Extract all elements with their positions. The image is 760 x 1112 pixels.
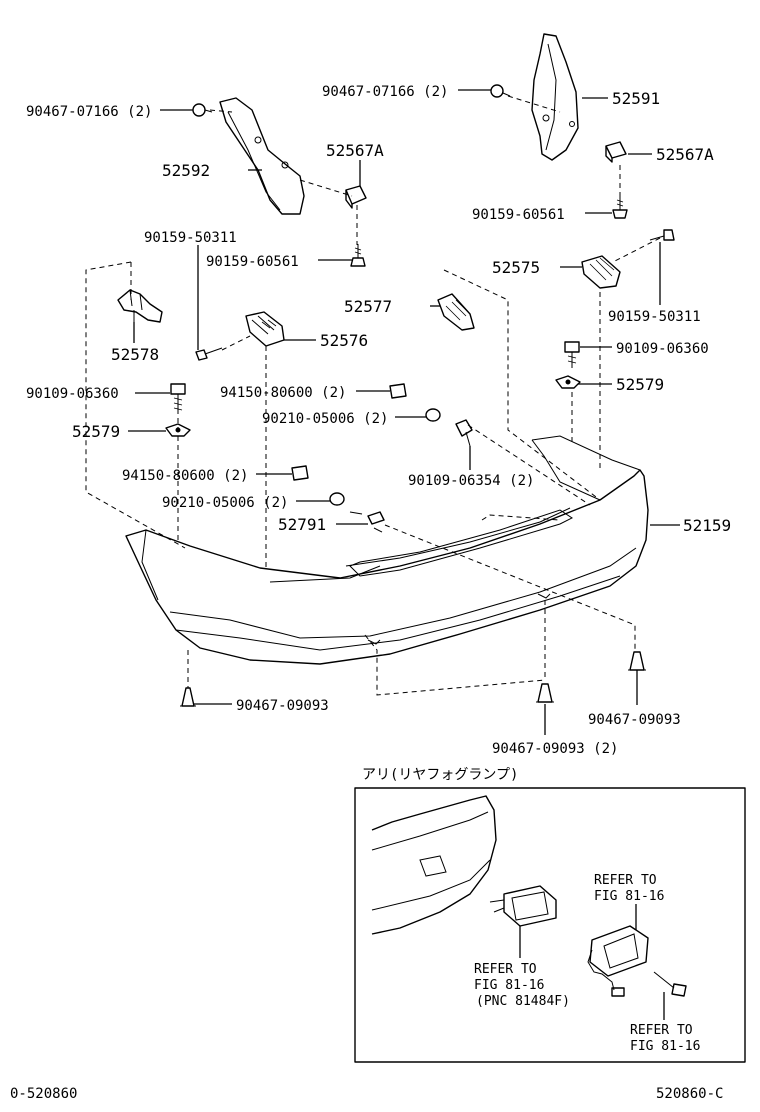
label-94150-80600-a: 94150-80600 (2)	[220, 385, 346, 401]
clip-09093-right-shape	[628, 651, 646, 671]
inset-lamp-shape	[589, 925, 649, 977]
inset-frame	[354, 787, 746, 1063]
label-90109-06360-lh: 90109-06360	[26, 386, 119, 402]
nut-94150-a-shape	[389, 383, 407, 399]
label-90159-50311-rh: 90159-50311	[608, 309, 701, 325]
screw-50311-rh-shape	[649, 229, 675, 241]
clip-07166-right-shape	[490, 84, 511, 98]
inset-refer-3-line2: FIG 81-16	[630, 1039, 700, 1054]
leader-lines	[128, 89, 680, 735]
washer-05006-b-shape	[329, 492, 345, 506]
seal-lh-shape	[345, 185, 367, 209]
nut-52579-rh-shape	[555, 375, 581, 389]
inset-refer-3-line1: REFER TO	[630, 1023, 693, 1038]
nut-52579-lh-shape	[165, 423, 191, 437]
inset-refer-1-line2: FIG 81-16	[594, 889, 664, 904]
callout-labels: 90467-07166 (2) 90467-07166 (2) 52592 52…	[26, 84, 731, 757]
label-90467-07166-left: 90467-07166 (2)	[26, 104, 152, 120]
label-52579-lh: 52579	[72, 422, 120, 441]
seal-rh-shape	[605, 141, 627, 163]
screw-60561-lh-shape	[350, 244, 366, 267]
inset-title: アリ(リヤフォグランプ)	[362, 767, 518, 783]
inset-refer-2-line2: FIG 81-16	[474, 978, 544, 993]
label-52791: 52791	[278, 515, 326, 534]
label-52159: 52159	[683, 516, 731, 535]
retainer-52575-shape	[581, 255, 621, 289]
label-90467-07166-right: 90467-07166 (2)	[322, 84, 448, 100]
label-52578: 52578	[111, 345, 159, 364]
bolt-06354-shape	[455, 419, 473, 447]
inset-refer-2-line1: REFER TO	[474, 962, 537, 977]
label-90109-06360-rh: 90109-06360	[616, 341, 709, 357]
label-90467-09093-right: 90467-09093	[588, 712, 681, 728]
footer-left-code: 0-520860	[10, 1086, 77, 1102]
clip-07166-left-shape	[192, 103, 213, 117]
label-52579-rh: 52579	[616, 375, 664, 394]
clip-09093-mid-shape	[536, 683, 554, 703]
screw-60561-rh-shape	[612, 196, 628, 219]
label-90159-60561-rh: 90159-60561	[472, 207, 565, 223]
washer-05006-a-shape	[425, 408, 441, 422]
clip-09093-left-shape	[180, 687, 196, 707]
label-52577: 52577	[344, 297, 392, 316]
inset-refer-1-line1: REFER TO	[594, 873, 657, 888]
label-52575: 52575	[492, 258, 540, 277]
label-90467-09093-left: 90467-09093	[236, 698, 329, 714]
footer-right-code: 520860-C	[656, 1086, 723, 1102]
inset-bumper-shape	[371, 795, 497, 935]
label-90109-06354: 90109-06354 (2)	[408, 473, 534, 489]
bolt-06360-lh-shape	[170, 383, 186, 412]
retainer-52578-shape	[117, 289, 163, 323]
label-52592: 52592	[162, 161, 210, 180]
label-90210-05006-a: 90210-05006 (2)	[262, 411, 388, 427]
inset-refer-2-line3: (PNC 81484F)	[476, 994, 570, 1009]
label-90210-05006-b: 90210-05006 (2)	[162, 495, 288, 511]
label-52567A-lh: 52567A	[326, 141, 384, 160]
bolt-06360-rh-shape	[564, 341, 580, 368]
label-90159-50311-lh: 90159-50311	[144, 230, 237, 246]
label-52576: 52576	[320, 331, 368, 350]
inset-lamp-housing-shape	[503, 885, 557, 927]
clip-52791-shape	[349, 511, 385, 533]
retainer-52576-shape	[245, 311, 285, 347]
fog-lamp-inset: アリ(リヤフォグランプ) REFER TO FIG 81-16 REFER TO…	[354, 767, 746, 1063]
assembly-dashed-lines	[85, 95, 661, 696]
label-94150-80600-b: 94150-80600 (2)	[122, 468, 248, 484]
label-52567A-rh: 52567A	[656, 145, 714, 164]
retainer-52577-shape	[437, 293, 475, 331]
bumper-cover-shape	[125, 435, 649, 665]
label-90467-09093-mid: 90467-09093 (2)	[492, 741, 618, 757]
label-90159-60561-lh: 90159-60561	[206, 254, 299, 270]
mudguard-rh-shape	[531, 33, 579, 161]
screw-50311-lh-shape	[195, 347, 223, 361]
label-52591: 52591	[612, 89, 660, 108]
mudguard-lh-shape	[219, 97, 305, 215]
nut-94150-b-shape	[291, 465, 309, 481]
